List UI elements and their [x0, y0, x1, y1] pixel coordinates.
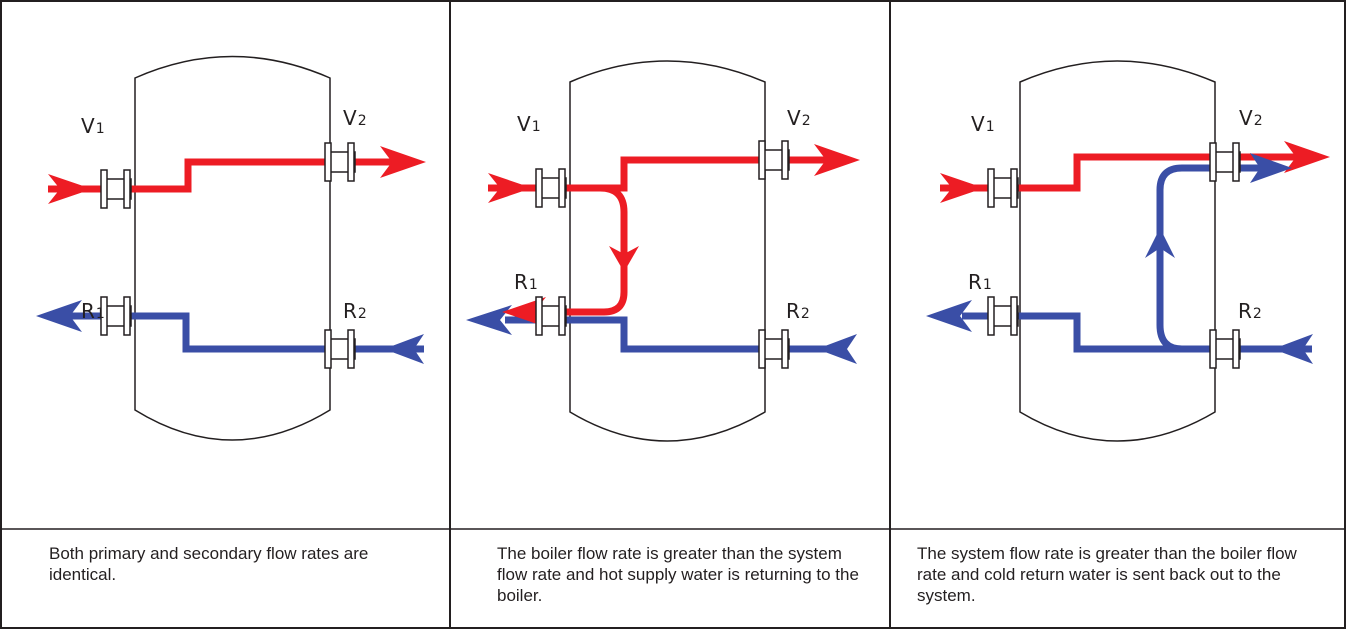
panel-2: V1 V2 R1 R2	[466, 60, 860, 442]
flange-r1	[535, 296, 567, 336]
flange-v2	[324, 142, 356, 182]
bypass-outlet-arrow	[502, 297, 546, 327]
caption-panel-2: The boiler flow rate is greater than the…	[497, 544, 859, 605]
return-outlet-arrow	[466, 305, 512, 335]
label-v2: V2	[787, 106, 811, 130]
flange-v1	[100, 169, 132, 209]
return-outlet-arrow	[36, 300, 82, 332]
flange-r2	[1209, 329, 1241, 369]
caption-panel-1: Both primary and secondary flow rates ar…	[49, 544, 369, 584]
flange-r2	[758, 329, 790, 369]
label-r2: R2	[1238, 299, 1262, 323]
label-r2: R2	[343, 299, 367, 323]
panel-1: V1 V2 R1 R2	[36, 55, 426, 441]
bypass-flow-line	[520, 184, 628, 316]
supply-outlet-arrow	[380, 146, 426, 178]
label-r1: R1	[968, 270, 992, 294]
flange-v2	[758, 140, 790, 180]
vessel	[569, 60, 766, 442]
bypass-flow-line	[1156, 164, 1270, 353]
label-r1: R1	[514, 270, 538, 294]
return-flow-line	[962, 312, 1312, 353]
bypass-outlet-arrow	[1250, 153, 1292, 183]
vessel	[134, 55, 331, 441]
label-r1: R1	[81, 299, 105, 323]
return-outlet-arrow	[926, 300, 972, 332]
supply-outlet-arrow	[814, 144, 860, 176]
supply-inlet-arrow	[940, 173, 984, 203]
label-v2: V2	[343, 106, 367, 130]
label-v1: V1	[81, 114, 105, 138]
bypass-down-arrow	[609, 246, 639, 272]
flange-v1	[535, 168, 567, 208]
supply-inlet-arrow	[48, 174, 92, 204]
caption-panel-3: The system flow rate is greater than the…	[917, 544, 1297, 605]
supply-outlet-arrow	[1284, 141, 1330, 173]
vessel	[1019, 60, 1216, 442]
label-v1: V1	[517, 112, 541, 136]
label-r2: R2	[786, 299, 810, 323]
flange-r1	[987, 296, 1019, 336]
return-inlet-arrow	[817, 334, 857, 364]
flange-v1	[987, 168, 1019, 208]
label-v2: V2	[1239, 106, 1263, 130]
panel-3: V1 V2 R1 R2	[926, 60, 1330, 442]
label-v1: V1	[971, 112, 995, 136]
flange-r1	[100, 296, 132, 336]
return-inlet-arrow	[384, 334, 424, 364]
return-inlet-arrow	[1273, 334, 1313, 364]
flange-v2	[1209, 142, 1241, 182]
bypass-up-arrow	[1145, 228, 1175, 258]
supply-inlet-arrow	[488, 173, 532, 203]
flange-r2	[324, 329, 356, 369]
